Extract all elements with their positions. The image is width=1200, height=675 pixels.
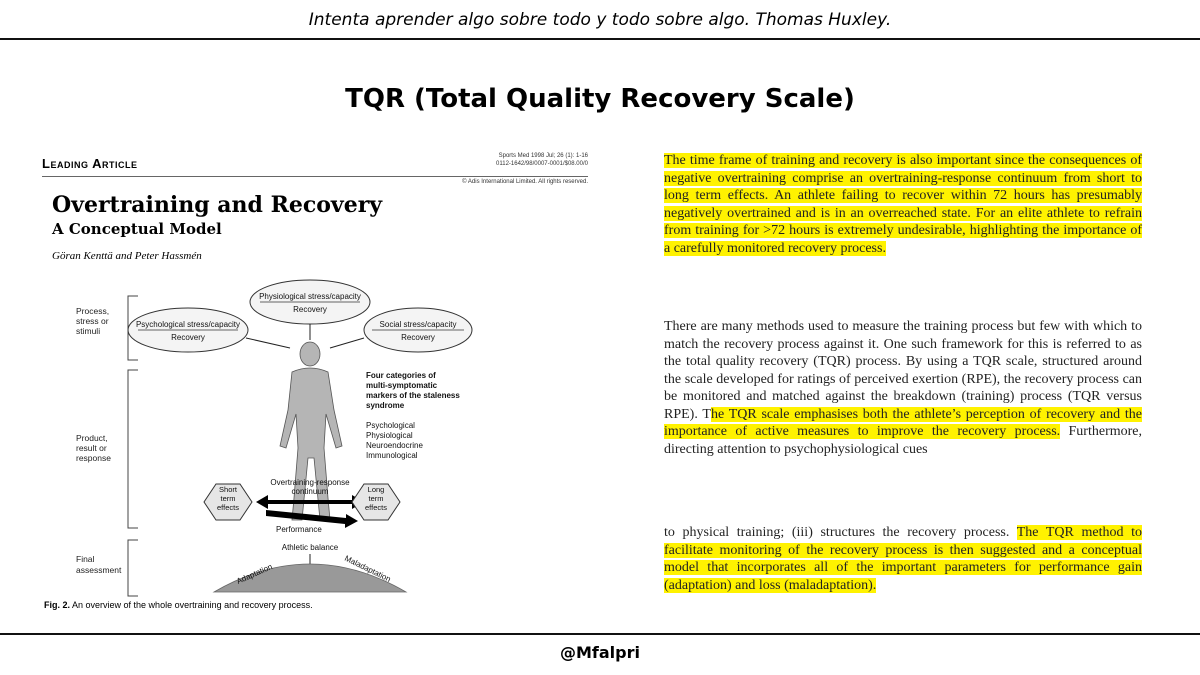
label-process-2: stress or: [76, 316, 109, 326]
excerpt-paragraph-2: There are many methods used to measure t…: [664, 318, 1142, 458]
marker-neuroendocrine: Neuroendocrine: [366, 441, 423, 450]
performance-arrow-icon: [266, 510, 358, 528]
article-section-label: Leading Article: [42, 156, 138, 171]
article-authors: Göran Kenttä and Peter Hassmén: [52, 250, 202, 262]
label-product-3: response: [76, 453, 111, 463]
journal-info: Sports Med 1998 Jul; 26 (1): 1-16 0112-1…: [438, 152, 588, 168]
marker-physiological: Physiological: [366, 431, 413, 440]
article-scan: Leading Article Sports Med 1998 Jul; 26 …: [28, 148, 600, 618]
continuum-line-1: Overtraining-response: [270, 478, 350, 487]
figure-caption-number: Fig. 2.: [44, 600, 71, 610]
journal-line-2: 0112-1642/98/0007-0001/$08.00/0: [496, 161, 588, 167]
label-process-1: Process,: [76, 306, 109, 316]
long-term-2: term: [369, 494, 384, 503]
physio-stress-text: Physiological stress/capacity: [259, 292, 361, 301]
balance-label: Athletic balance: [282, 543, 339, 552]
excerpt-2-tail: Furthermore, directing attention to psyc…: [664, 424, 1142, 457]
article-header-rule: [42, 176, 588, 177]
social-recovery-text: Recovery: [401, 333, 435, 342]
long-term-3: effects: [365, 503, 387, 512]
excerpt-paragraph-1: The time frame of training and recovery …: [664, 152, 1142, 257]
excerpt-paragraph-3: to physical training; (iii) structures t…: [664, 524, 1142, 594]
psych-recovery-text: Recovery: [171, 333, 205, 342]
label-final-1: Final: [76, 554, 95, 564]
overtraining-diagram: Process, stress or stimuli Product, resu…: [76, 279, 473, 597]
categories-line-2: multi-symptomatic: [366, 381, 438, 390]
short-term-3: effects: [217, 503, 239, 512]
footer-handle: @Mfalpri: [560, 643, 640, 662]
label-final-2: assessment: [76, 565, 122, 575]
marker-psychological: Psychological: [366, 421, 415, 430]
article-subtitle: A Conceptual Model: [52, 220, 222, 238]
excerpt-3-text: to physical training; (iii) structures t…: [664, 525, 1017, 540]
label-product-1: Product,: [76, 433, 108, 443]
short-term-hexagon: [203, 483, 253, 521]
balance-hill: [212, 563, 408, 593]
short-term-1: Short: [219, 485, 238, 494]
header-quote: Intenta aprender algo sobre todo y todo …: [308, 10, 892, 30]
bottom-divider: [0, 633, 1200, 635]
page-title: TQR (Total Quality Recovery Scale): [345, 84, 855, 114]
marker-immunological: Immunological: [366, 451, 418, 460]
categories-line-3: markers of the staleness: [366, 391, 460, 400]
continuum-arrow-icon: [256, 495, 364, 509]
label-product-2: result or: [76, 443, 107, 453]
continuum-line-2: continuum: [292, 487, 329, 496]
label-process-3: stimuli: [76, 326, 100, 336]
categories-line-1: Four categories of: [366, 371, 436, 380]
top-divider: [0, 38, 1200, 40]
short-term-2: term: [221, 494, 236, 503]
psych-stress-text: Psychological stress/capacity: [136, 320, 240, 329]
human-figure-icon: [279, 341, 343, 521]
long-term-1: Long: [368, 485, 385, 494]
performance-label: Performance: [276, 525, 322, 534]
figure-caption-text: An overview of the whole overtraining an…: [70, 600, 313, 610]
journal-line-1: Sports Med 1998 Jul; 26 (1): 1-16: [498, 153, 588, 159]
excerpt-1-highlight: The time frame of training and recovery …: [664, 153, 1142, 256]
article-title: Overtraining and Recovery: [52, 192, 383, 218]
categories-line-4: syndrome: [366, 401, 405, 410]
physio-recovery-text: Recovery: [293, 305, 327, 314]
excerpt-2-text: There are many methods used to measure t…: [664, 319, 1142, 422]
social-stress-text: Social stress/capacity: [380, 320, 457, 329]
article-copyright: © Adis International Limited. All rights…: [462, 179, 588, 185]
long-term-hexagon: [351, 483, 401, 521]
figure-caption: Fig. 2. An overview of the whole overtra…: [44, 600, 313, 610]
